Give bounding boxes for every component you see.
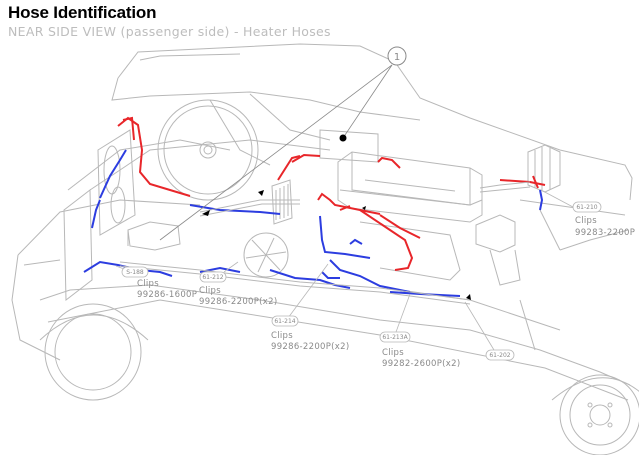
label-61-213a: 61-213A Clips 99282-2600P(x2) <box>379 293 460 369</box>
label-61-214: 61-214 Clips 99286-2200P(x2) <box>271 263 349 352</box>
tag-61-212: 61-212 <box>202 274 223 281</box>
part-61-212: 99286-2200P(x2) <box>199 297 277 307</box>
return-coolant-hoses <box>83 149 544 297</box>
label-61-210: 61-210 Clips 99283-2200P <box>540 189 635 238</box>
callout-pointer-dot <box>339 134 347 142</box>
page-subtitle: NEAR SIDE VIEW (passenger side) - Heater… <box>8 24 331 39</box>
callout-number: 1 <box>394 52 400 63</box>
clips-61-210: Clips <box>575 216 597 226</box>
vehicle-outline <box>11 43 639 456</box>
callout-1: 1 <box>159 46 407 241</box>
part-61-213a: 99282-2600P(x2) <box>382 359 460 369</box>
part-s188: 99286-1600P <box>137 290 197 300</box>
tag-61-213a: 61-213A <box>382 334 408 341</box>
clips-61-214: Clips <box>271 331 293 341</box>
tag-61-214: 61-214 <box>274 318 295 325</box>
part-61-214: 99286-2200P(x2) <box>271 342 349 352</box>
clip-markers <box>202 190 471 300</box>
supply-tubes <box>119 181 531 305</box>
clips-61-213a: Clips <box>382 348 404 358</box>
tag-s188: S-188 <box>126 269 144 276</box>
page-title: Hose Identification <box>8 3 157 22</box>
clips-61-212: Clips <box>199 286 221 296</box>
label-61-202: 61-202 <box>464 301 515 361</box>
part-61-210: 99283-2200P <box>575 228 635 238</box>
tag-61-210: 61-210 <box>576 204 597 211</box>
tag-61-202: 61-202 <box>489 352 510 359</box>
label-s188: S-188 Clips 99286-1600P <box>115 265 197 300</box>
clips-s188: Clips <box>137 279 159 289</box>
label-61-212: 61-212 Clips 99286-2200P(x2) <box>199 261 277 307</box>
